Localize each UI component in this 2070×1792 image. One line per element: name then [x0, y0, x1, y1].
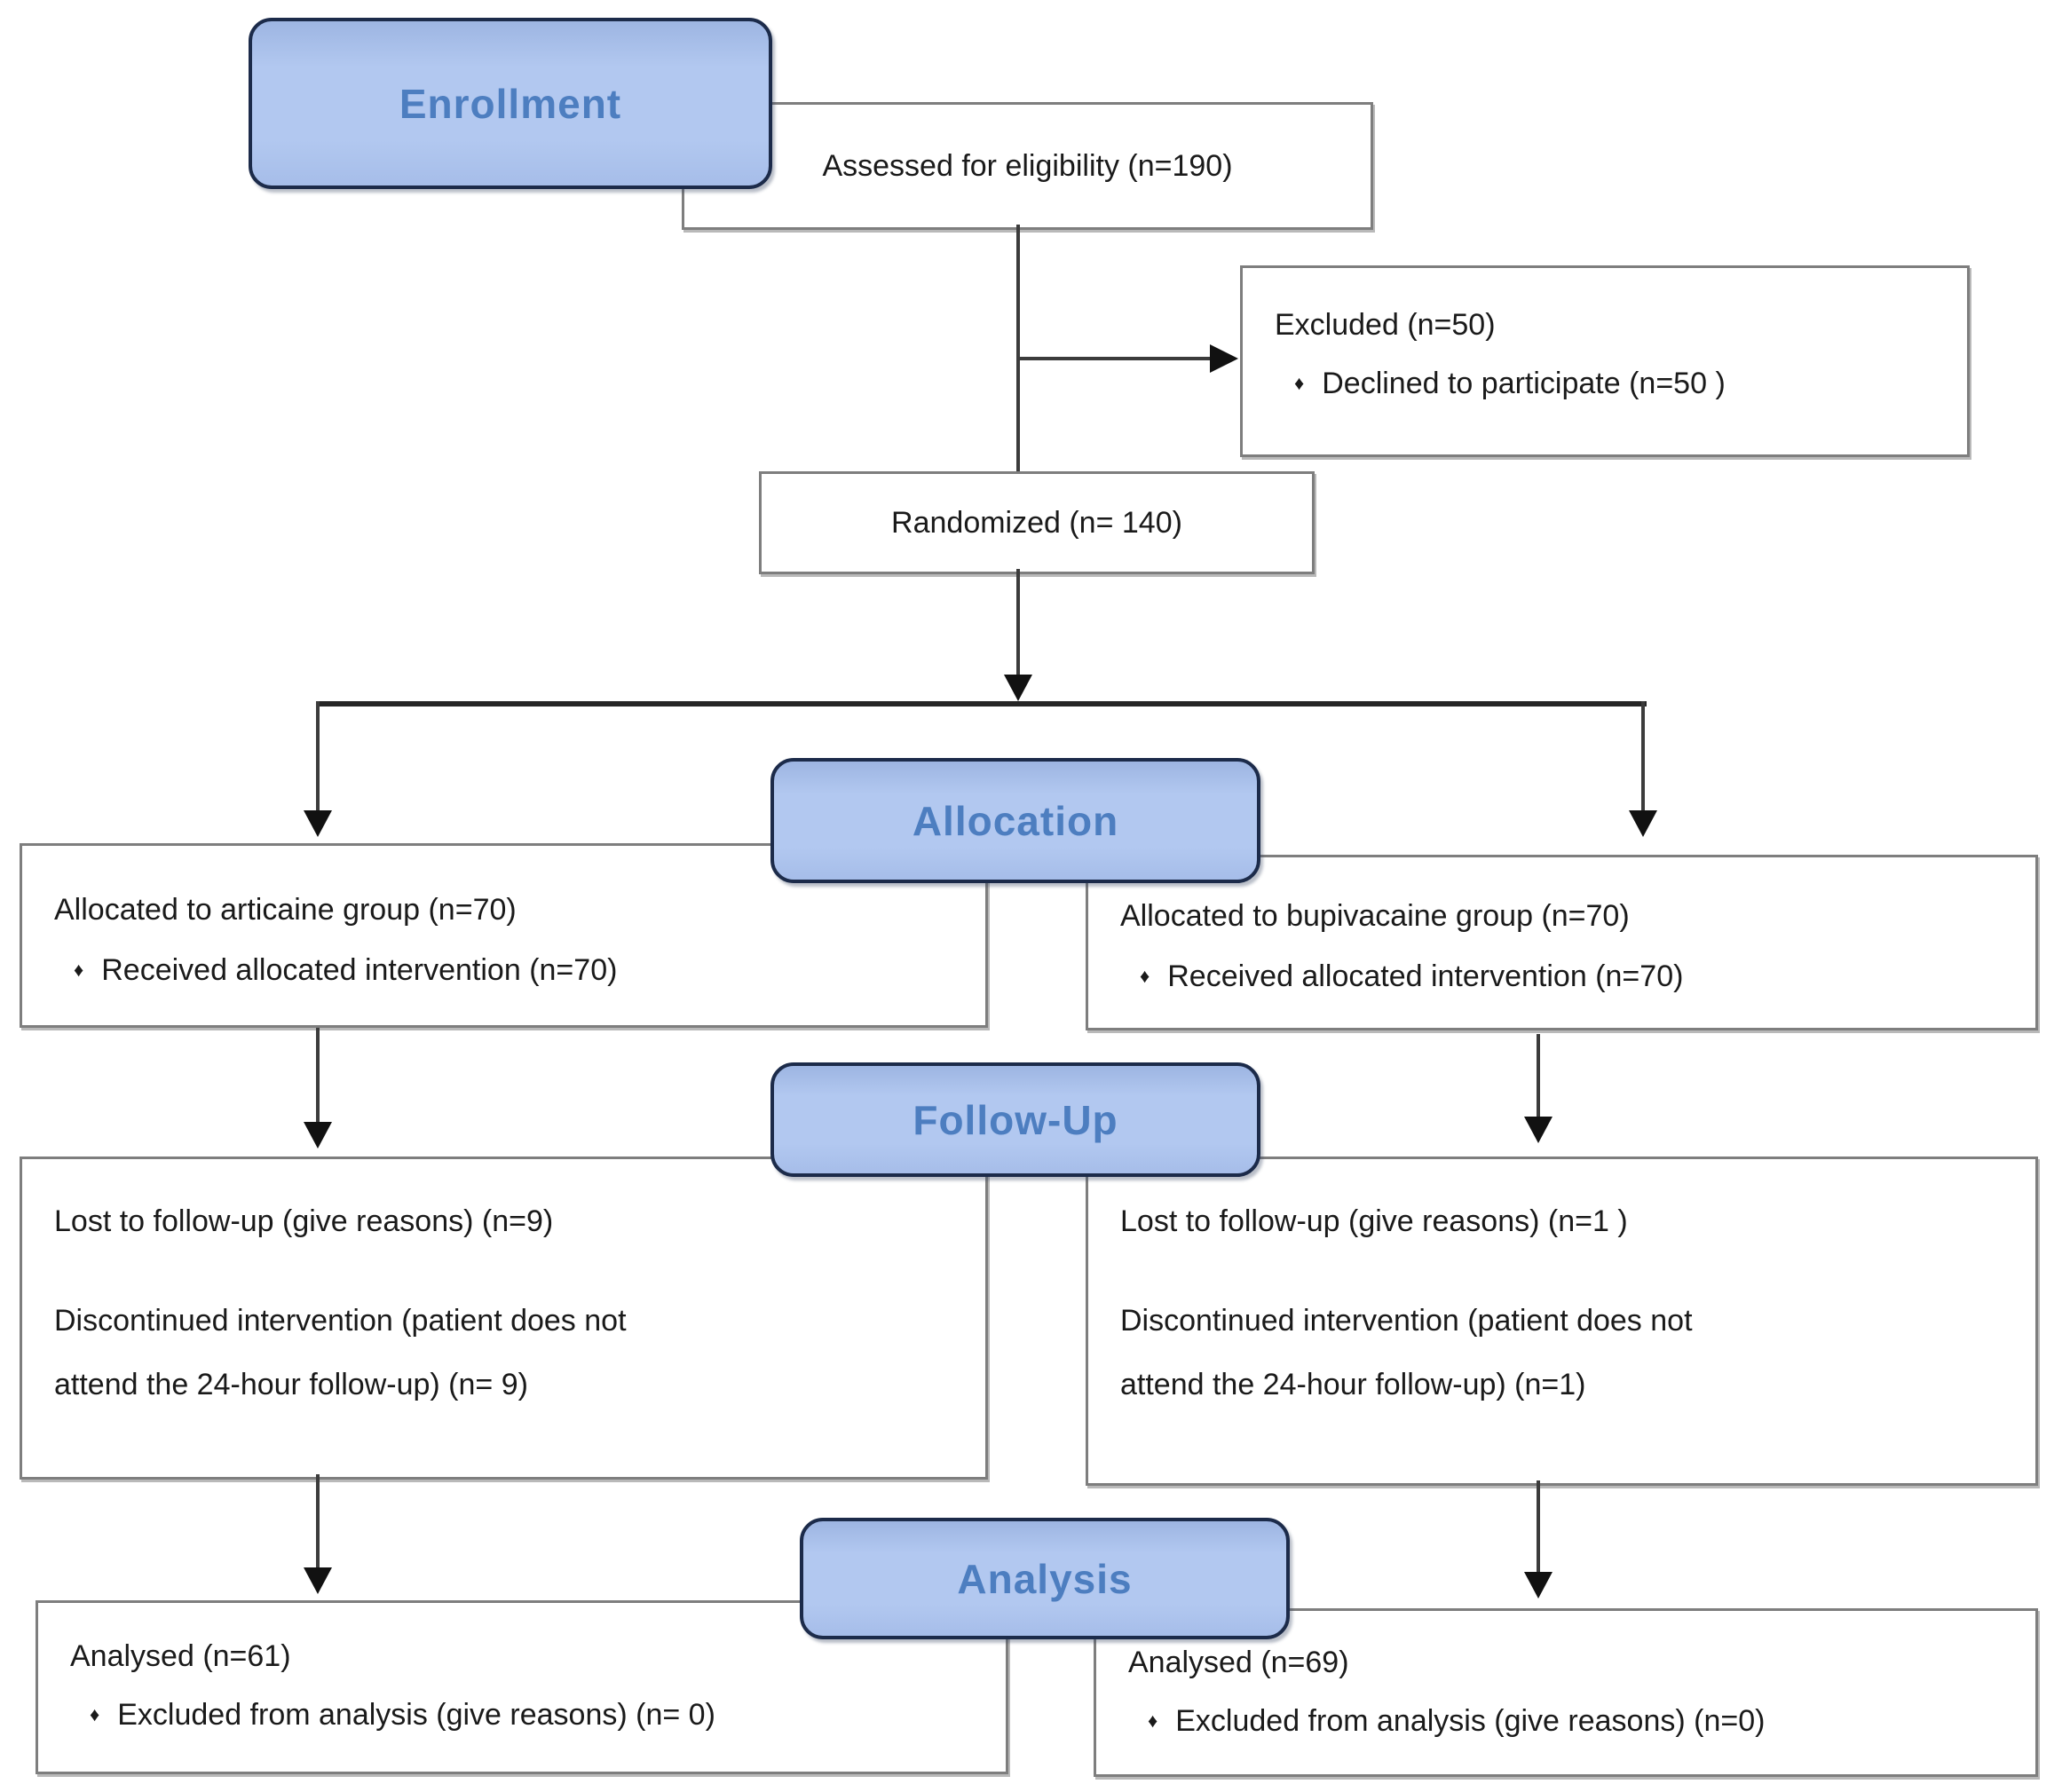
arrowhead-into-followup-right	[1524, 1117, 1552, 1143]
box-allocation-bupivacaine: Allocated to bupivacaine group (n=70) ♦ …	[1086, 855, 2038, 1030]
assessed-text: Assessed for eligibility (n=190)	[822, 149, 1233, 183]
stage-band-enrollment-label: Enrollment	[399, 80, 622, 127]
analysis-right-title: Analysed (n=69)	[1128, 1646, 1349, 1679]
diamond-bullet-icon: ♦	[74, 959, 84, 981]
arrowhead-into-analysis-left	[304, 1567, 332, 1594]
box-randomized: Randomized (n= 140)	[759, 471, 1315, 574]
box-followup-articaine: Lost to follow-up (give reasons) (n=9) D…	[20, 1157, 988, 1480]
excluded-bullet-text: Declined to participate (n=50 )	[1322, 367, 1726, 400]
arrowhead-into-excluded	[1210, 344, 1238, 373]
followup-right-line2: Discontinued intervention (patient does …	[1120, 1304, 1693, 1338]
connector-followup-right-to-analysis	[1537, 1480, 1540, 1574]
stage-band-followup: Follow-Up	[770, 1062, 1260, 1177]
diamond-bullet-icon: ♦	[1140, 965, 1150, 987]
analysis-right-bullet-text: Excluded from analysis (give reasons) (n…	[1175, 1704, 1766, 1738]
diamond-bullet-icon: ♦	[90, 1703, 100, 1725]
allocation-left-title: Allocated to articaine group (n=70)	[54, 893, 517, 927]
stage-band-analysis: Analysis	[800, 1518, 1290, 1639]
stage-band-enrollment: Enrollment	[249, 18, 772, 189]
stage-band-allocation-label: Allocation	[912, 797, 1119, 844]
analysis-left-title: Analysed (n=61)	[70, 1639, 291, 1673]
followup-left-line3: attend the 24-hour follow-up) (n= 9)	[54, 1368, 528, 1401]
stage-band-allocation: Allocation	[770, 758, 1260, 883]
arrowhead-into-allocation-right	[1629, 810, 1657, 837]
diamond-bullet-icon: ♦	[1148, 1709, 1158, 1732]
allocation-left-bullet-item: ♦ Received allocated intervention (n=70)	[74, 951, 973, 990]
stage-band-analysis-label: Analysis	[957, 1555, 1133, 1602]
connector-allocation-left-to-followup	[316, 1028, 320, 1124]
box-excluded: Excluded (n=50) ♦ Declined to participat…	[1240, 265, 1970, 457]
allocation-right-bullet-text: Received allocated intervention (n=70)	[1167, 959, 1684, 993]
analysis-left-bullet-item: ♦ Excluded from analysis (give reasons) …	[90, 1695, 993, 1734]
arrowhead-into-analysis-right	[1524, 1572, 1552, 1599]
branch-line	[316, 701, 1647, 707]
connector-assessed-to-randomized	[1016, 225, 1020, 471]
connector-randomized-to-branch	[1016, 569, 1020, 677]
followup-left-line2: Discontinued intervention (patient does …	[54, 1304, 627, 1338]
allocation-right-title: Allocated to bupivacaine group (n=70)	[1120, 899, 1630, 933]
connector-branch-left	[316, 701, 320, 811]
followup-left-line1: Lost to follow-up (give reasons) (n=9)	[54, 1204, 554, 1238]
connector-to-excluded	[1016, 357, 1210, 360]
box-followup-bupivacaine: Lost to follow-up (give reasons) (n=1 ) …	[1086, 1157, 2038, 1486]
excluded-title: Excluded (n=50)	[1275, 308, 1496, 342]
excluded-bullet-item: ♦ Declined to participate (n=50 )	[1294, 364, 1955, 403]
stage-band-followup-label: Follow-Up	[913, 1096, 1118, 1143]
followup-right-line1: Lost to follow-up (give reasons) (n=1 )	[1120, 1204, 1628, 1238]
connector-followup-left-to-analysis	[316, 1474, 320, 1569]
allocation-right-bullet-item: ♦ Received allocated intervention (n=70)	[1140, 957, 2023, 996]
randomized-text: Randomized (n= 140)	[891, 506, 1182, 540]
followup-right-line3: attend the 24-hour follow-up) (n=1)	[1120, 1368, 1586, 1401]
connector-allocation-right-to-followup	[1537, 1034, 1540, 1118]
diamond-bullet-icon: ♦	[1294, 372, 1305, 394]
arrowhead-branch-junction	[1004, 675, 1032, 701]
analysis-right-bullet-item: ♦ Excluded from analysis (give reasons) …	[1148, 1701, 2023, 1741]
arrowhead-into-allocation-left	[304, 810, 332, 837]
arrowhead-into-followup-left	[304, 1122, 332, 1149]
analysis-left-bullet-text: Excluded from analysis (give reasons) (n…	[117, 1698, 715, 1732]
allocation-left-bullet-text: Received allocated intervention (n=70)	[101, 953, 618, 987]
connector-branch-right	[1641, 701, 1645, 811]
box-assessed-for-eligibility: Assessed for eligibility (n=190)	[682, 102, 1373, 230]
